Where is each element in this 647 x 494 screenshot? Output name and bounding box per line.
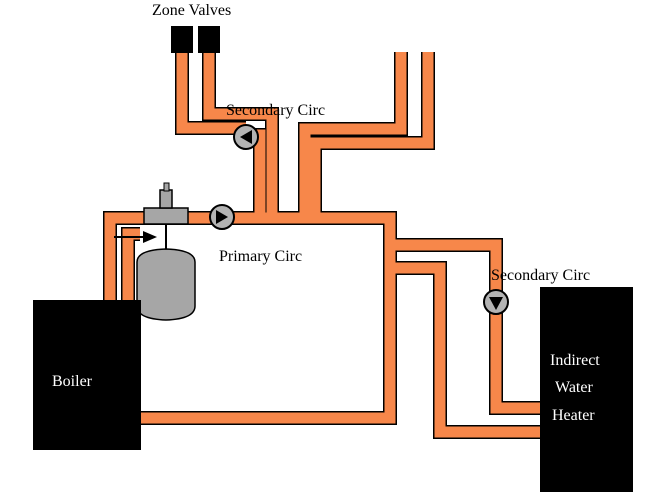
boiler: Boiler bbox=[33, 300, 141, 450]
zone-valves bbox=[171, 26, 220, 53]
secondary-circ-top-label: Secondary Circ bbox=[226, 102, 325, 119]
heater-label-line1: Indirect bbox=[550, 352, 600, 369]
pump-icon bbox=[233, 124, 259, 150]
boiler-label: Boiler bbox=[52, 373, 93, 390]
arrow-icon bbox=[114, 231, 157, 243]
pump-icon bbox=[209, 204, 235, 230]
valve-icon bbox=[198, 26, 220, 53]
zone-valves-label: Zone Valves bbox=[152, 2, 231, 19]
heater-label-line2: Water bbox=[555, 379, 593, 396]
heater-label-line3: Heater bbox=[552, 407, 595, 424]
indirect-water-heater: Indirect Water Heater bbox=[540, 287, 633, 492]
primary-circ-label: Primary Circ bbox=[219, 248, 302, 265]
secondary-circ-right-label: Secondary Circ bbox=[491, 267, 590, 284]
pump-icon bbox=[483, 289, 509, 315]
valve-icon bbox=[171, 26, 193, 53]
tank-icon bbox=[136, 238, 196, 321]
